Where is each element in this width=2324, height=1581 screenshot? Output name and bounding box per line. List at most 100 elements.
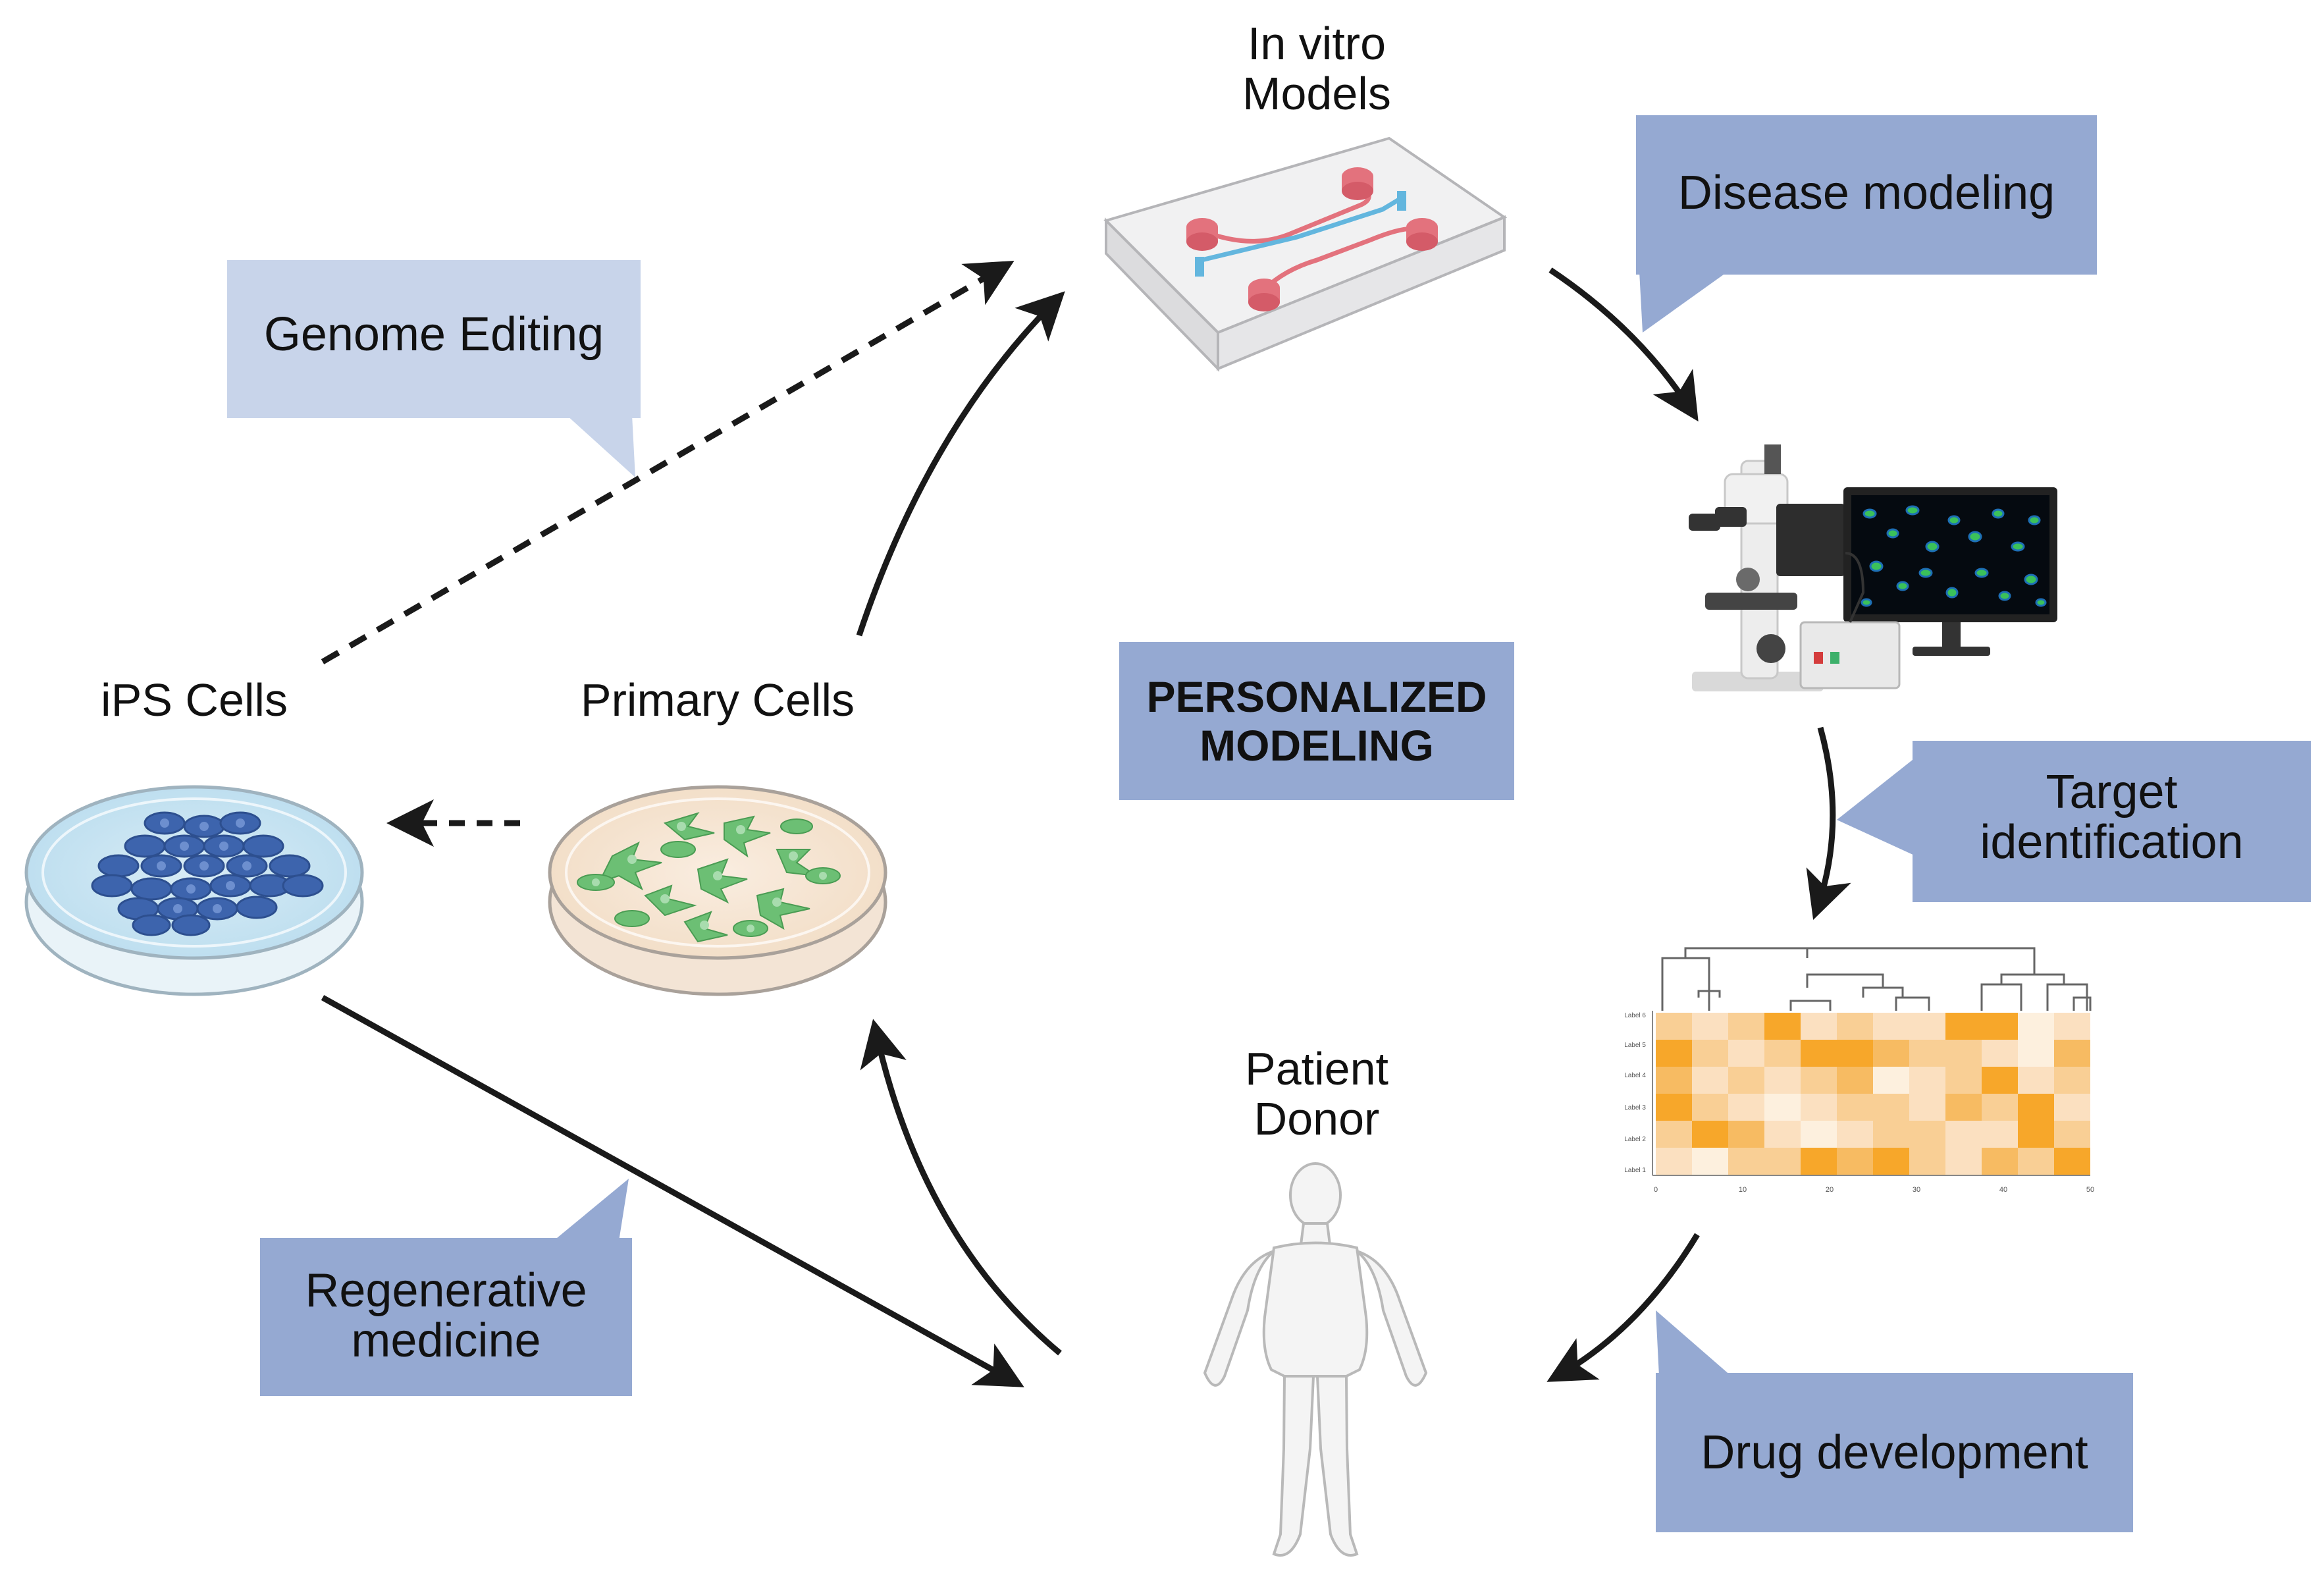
heatmap-cell <box>2018 1040 2054 1067</box>
drug-development-text: Drug development <box>1701 1426 2088 1479</box>
microscope-icon <box>1689 444 1845 691</box>
heatmap-cell <box>2054 1067 2090 1094</box>
heatmap-cell <box>1764 1067 1801 1094</box>
arrow-ips-to-patient <box>321 995 1024 1387</box>
heatmap-cell <box>1945 1148 1982 1175</box>
heatmap-cell <box>1945 1094 1982 1121</box>
heatmap-x-tick: 30 <box>1913 1186 1920 1194</box>
heatmap-cell <box>1982 1121 2018 1148</box>
heatmap-cell <box>1837 1040 1873 1067</box>
heatmap-cell <box>1909 1013 1945 1040</box>
heatmap-cell <box>1945 1013 1982 1040</box>
heatmap-cell <box>1801 1148 1837 1175</box>
callout-regenerative-medicine <box>260 1179 632 1396</box>
heatmap-cell <box>1764 1094 1801 1121</box>
heatmap-cell <box>1801 1067 1837 1094</box>
heatmap-x-tick: 50 <box>2086 1186 2094 1194</box>
arrow-ips-to-invitro-dashed <box>321 260 1015 664</box>
heatmap-cell <box>1656 1013 1692 1040</box>
heatmap-cell <box>1982 1148 2018 1175</box>
heatmap-cell <box>1656 1148 1692 1175</box>
heatmap-cell <box>1873 1013 1909 1040</box>
primary-cell-dish-icon <box>548 785 887 996</box>
heatmap-cell <box>2054 1040 2090 1067</box>
heatmap-cell <box>1692 1148 1728 1175</box>
heatmap-cell <box>1982 1067 2018 1094</box>
callout-drug-development <box>1656 1310 2133 1532</box>
heatmap-cell <box>1728 1121 1764 1148</box>
heatmap-cell <box>2054 1094 2090 1121</box>
heatmap-x-tick: 0 <box>1654 1186 1658 1194</box>
ips-cells-label: iPS Cells <box>101 674 288 726</box>
heatmap-cell <box>1764 1040 1801 1067</box>
heatmap-cell <box>1801 1094 1837 1121</box>
heatmap-cell <box>2018 1013 2054 1040</box>
heatmap-x-tick: 10 <box>1739 1186 1747 1194</box>
heatmap-cell <box>1728 1148 1764 1175</box>
heatmap-cell <box>1656 1040 1692 1067</box>
center-title-line2: MODELING <box>1200 721 1434 770</box>
heatmap-cell <box>1837 1121 1873 1148</box>
regenerative-medicine-text: Regenerative medicine <box>305 1264 587 1367</box>
callout-target-identification <box>1837 741 2311 902</box>
heatmap-cell <box>1873 1094 1909 1121</box>
heatmap-cell <box>1692 1121 1728 1148</box>
heatmap-row-label: Label 1 <box>1624 1167 1646 1174</box>
heatmap-cell <box>2018 1121 2054 1148</box>
heatmap-cell <box>1801 1013 1837 1040</box>
heatmap-cell <box>1728 1067 1764 1094</box>
heatmap-row-label: Label 3 <box>1624 1104 1646 1112</box>
heatmap-cell <box>1837 1148 1873 1175</box>
heatmap-row-label: Label 5 <box>1624 1042 1646 1049</box>
heatmap-cell <box>1909 1067 1945 1094</box>
heatmap-cell <box>2054 1013 2090 1040</box>
primary-cells-label: Primary Cells <box>580 674 855 726</box>
heatmap-cell <box>1656 1094 1692 1121</box>
heatmap-cell <box>1656 1067 1692 1094</box>
heatmap-cell <box>1945 1067 1982 1094</box>
heatmap-cell <box>1909 1148 1945 1175</box>
heatmap-cell <box>1764 1013 1801 1040</box>
heatmap-cell <box>1909 1121 1945 1148</box>
heatmap-cell <box>1945 1121 1982 1148</box>
heatmap-cell <box>2018 1148 2054 1175</box>
ips-cell-dish-icon <box>24 785 364 996</box>
patient-donor-label: Patient Donor <box>1245 1043 1388 1144</box>
heatmap-cell <box>1873 1067 1909 1094</box>
heatmap-cell <box>1945 1040 1982 1067</box>
heatmap-cell <box>2054 1148 2090 1175</box>
heatmap-cell <box>1982 1040 2018 1067</box>
heatmap-cell <box>1692 1040 1728 1067</box>
patient-body-icon <box>1203 1162 1428 1557</box>
heatmap-cell <box>1873 1148 1909 1175</box>
heatmap-cell <box>1728 1013 1764 1040</box>
heatmap-cell <box>1909 1094 1945 1121</box>
heatmap-cell <box>2054 1121 2090 1148</box>
callout-genome-editing <box>227 260 641 477</box>
disease-modeling-text: Disease modeling <box>1677 167 2055 219</box>
heatmap-cell <box>1728 1094 1764 1121</box>
callout-disease-modeling <box>1636 115 2097 333</box>
monitor-icon <box>1799 487 2057 689</box>
heatmap-row-label: Label 4 <box>1624 1072 1646 1079</box>
heatmap-row-label: Label 6 <box>1624 1012 1646 1019</box>
heatmap-cell <box>1656 1121 1692 1148</box>
heatmap-row-label: Label 2 <box>1624 1136 1646 1143</box>
personalized-modeling-box: PERSONALIZED MODELING <box>1119 642 1514 800</box>
in-vitro-models-label: In vitro Models <box>1242 18 1391 119</box>
center-title-line1: PERSONALIZED <box>1146 672 1487 721</box>
heatmap-cell <box>1728 1040 1764 1067</box>
genome-editing-text: Genome Editing <box>263 308 604 361</box>
heatmap-cell <box>1801 1121 1837 1148</box>
heatmap-cell <box>1873 1040 1909 1067</box>
heatmap-cell <box>1873 1121 1909 1148</box>
arrow-invitro-to-microscope <box>1548 267 1699 422</box>
heatmap-cell <box>1692 1013 1728 1040</box>
target-identification-text: Target identification <box>1980 766 2244 869</box>
heatmap-cell <box>1764 1121 1801 1148</box>
heatmap-cell <box>1764 1148 1801 1175</box>
heatmap-cell <box>1982 1013 2018 1040</box>
organ-on-chip-icon <box>1103 136 1508 372</box>
heatmap-cell <box>1801 1040 1837 1067</box>
